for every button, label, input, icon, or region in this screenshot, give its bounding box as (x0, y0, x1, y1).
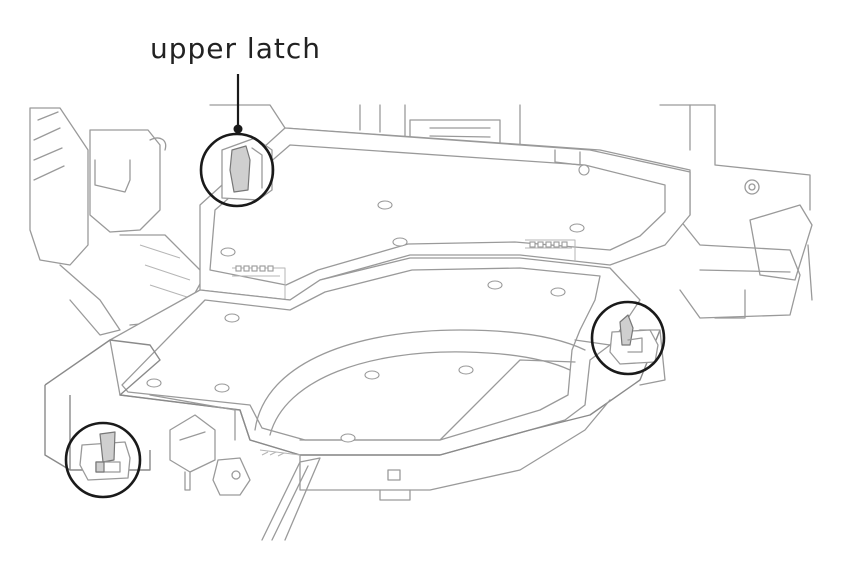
upper-latch-callout (199, 74, 275, 208)
right-latch (609, 314, 659, 365)
upper-latch-highlight-ring (199, 132, 275, 208)
front-connector (169, 414, 251, 496)
callout-leader-dot (233, 124, 243, 134)
tray-slots (235, 241, 568, 272)
upper-tray (199, 127, 691, 301)
lower-tray-rivets (146, 280, 566, 443)
upper-tray-rivets (220, 164, 590, 257)
bottom-bracket (259, 449, 321, 541)
right-latch-highlight-ring (590, 300, 666, 376)
left-housing (29, 107, 206, 336)
upper-latch-label: upper latch (150, 32, 321, 65)
left-latch (79, 431, 131, 481)
left-latch-highlight-ring (64, 421, 142, 499)
